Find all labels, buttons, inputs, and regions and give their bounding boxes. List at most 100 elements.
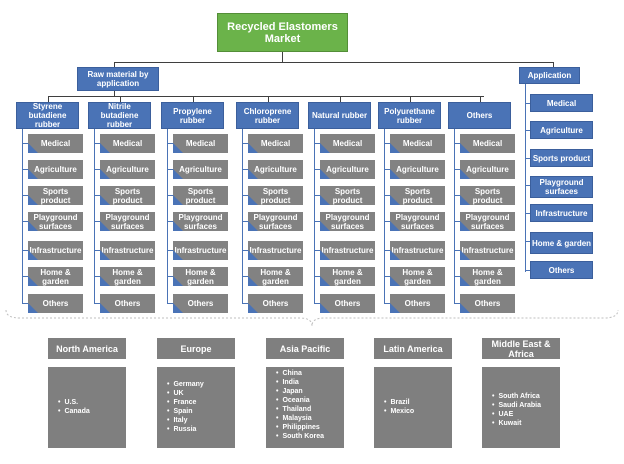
sub-item: Home & garden (173, 267, 228, 286)
connector-top-horizontal (114, 62, 553, 63)
sub-connector (94, 143, 100, 144)
corner-triangle (320, 276, 330, 286)
raw-material-header: Raw material by application (77, 67, 159, 91)
corner-triangle (320, 221, 330, 231)
sub-item: Others (173, 294, 228, 313)
application-connector-tick (525, 213, 530, 214)
corner-triangle (390, 143, 400, 153)
sub-connector (454, 221, 460, 222)
sub-connector (167, 303, 173, 304)
application-connector-tick (525, 158, 530, 159)
country-item: Japan (276, 387, 338, 396)
material-header-nitrile: Nitrile butadiene rubber (88, 102, 151, 129)
application-item: Others (530, 261, 593, 279)
material-header-styrene: Styrene butadiene rubber (16, 102, 79, 129)
application-connector-tick (525, 270, 530, 271)
market-title: Recycled Elastomers Market (217, 13, 348, 52)
corner-triangle (28, 276, 38, 286)
sub-connector (454, 143, 460, 144)
sub-connector (314, 221, 320, 222)
column-connector (314, 129, 315, 304)
corner-triangle (173, 250, 183, 260)
corner-triangle (248, 303, 258, 313)
corner-triangle (248, 195, 258, 205)
sub-connector (384, 195, 390, 196)
connector-material (120, 96, 121, 102)
column-connector (384, 129, 385, 304)
sub-item: Agriculture (173, 160, 228, 179)
application-item: Sports product (530, 149, 593, 167)
column-connector (94, 129, 95, 304)
application-connector-tick (525, 241, 530, 242)
sub-item: Sports product (320, 186, 375, 205)
sub-connector (167, 195, 173, 196)
material-header-natural: Natural rubber (308, 102, 371, 129)
sub-item: Home & garden (460, 267, 515, 286)
connector-materials-horizontal (48, 96, 484, 97)
application-item: Agriculture (530, 121, 593, 139)
country-item: Canada (58, 407, 120, 416)
sub-connector (22, 221, 28, 222)
corner-triangle (320, 303, 330, 313)
country-item: Malaysia (276, 414, 338, 423)
corner-triangle (28, 303, 38, 313)
sub-item: Others (248, 294, 303, 313)
region-countries: ChinaIndiaJapanOceaniaThailandMalaysiaPh… (266, 367, 344, 448)
country-item: Saudi Arabia (492, 401, 554, 410)
corner-triangle (390, 169, 400, 179)
country-item: France (167, 398, 229, 407)
corner-triangle (460, 250, 470, 260)
country-item: UK (167, 389, 229, 398)
connector-raw-down (114, 91, 115, 97)
sub-connector (242, 195, 248, 196)
sub-item: Home & garden (28, 267, 83, 286)
corner-triangle (248, 143, 258, 153)
sub-item: Medical (320, 134, 375, 153)
sub-connector (384, 221, 390, 222)
connector-material (268, 96, 269, 102)
corner-triangle (460, 195, 470, 205)
country-item: Russia (167, 425, 229, 434)
sub-item: Others (28, 294, 83, 313)
corner-triangle (28, 143, 38, 153)
application-connector-tick (525, 185, 530, 186)
country-item: China (276, 369, 338, 378)
sub-item: Infrastructure (320, 241, 375, 260)
corner-triangle (28, 250, 38, 260)
country-item: India (276, 378, 338, 387)
corner-triangle (100, 169, 110, 179)
sub-item: Sports product (390, 186, 445, 205)
corner-triangle (390, 250, 400, 260)
sub-connector (454, 276, 460, 277)
application-item: Home & garden (530, 232, 593, 254)
corner-triangle (320, 169, 330, 179)
sub-connector (314, 250, 320, 251)
corner-triangle (173, 195, 183, 205)
region-header: North America (48, 338, 126, 359)
sub-item: Home & garden (100, 267, 155, 286)
sub-item: Medical (248, 134, 303, 153)
application-item: Playground surfaces (530, 176, 593, 198)
sub-item: Agriculture (100, 160, 155, 179)
corner-triangle (100, 195, 110, 205)
corner-triangle (100, 221, 110, 231)
corner-triangle (100, 143, 110, 153)
connector-material (410, 96, 411, 102)
sub-connector (242, 303, 248, 304)
sub-item: Playground surfaces (320, 212, 375, 231)
region-header: Europe (157, 338, 235, 359)
market-title-text: Recycled Elastomers Market (227, 20, 338, 45)
corner-triangle (390, 276, 400, 286)
application-connector (525, 84, 526, 272)
sub-connector (167, 250, 173, 251)
sub-item: Infrastructure (28, 241, 83, 260)
sub-item: Agriculture (460, 160, 515, 179)
country-item: South Africa (492, 392, 554, 401)
sub-connector (384, 169, 390, 170)
sub-connector (384, 303, 390, 304)
corner-triangle (100, 276, 110, 286)
sub-connector (314, 276, 320, 277)
corner-triangle (248, 276, 258, 286)
material-header-others: Others (448, 102, 511, 129)
column-connector (22, 129, 23, 304)
